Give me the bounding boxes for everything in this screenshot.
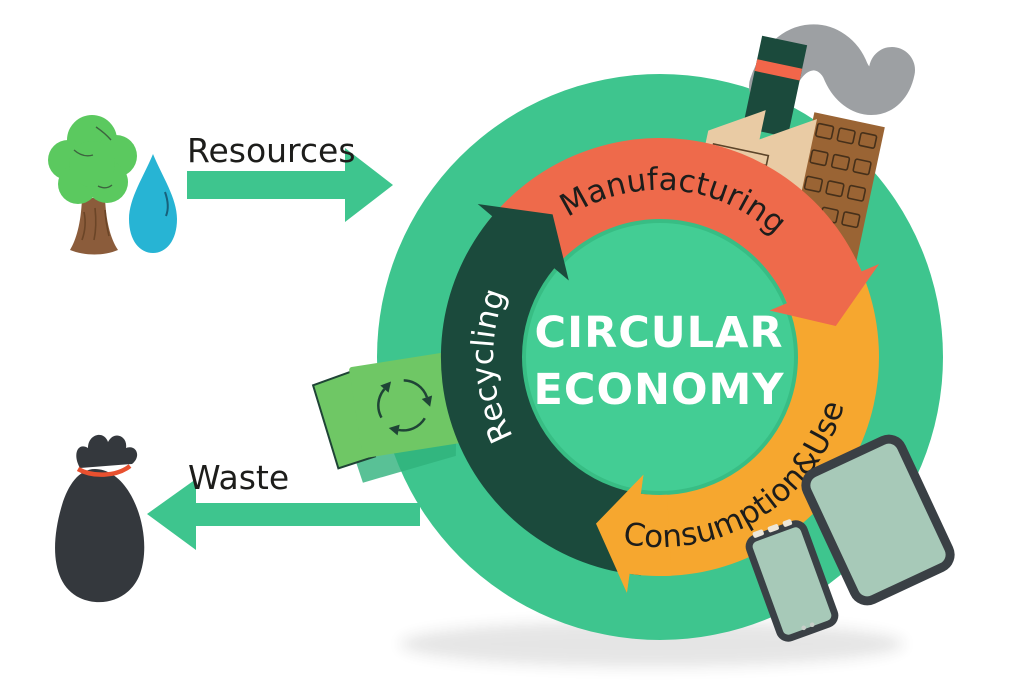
phone-icon	[745, 519, 839, 642]
foliage-lines	[73, 126, 113, 189]
chimney-stripe	[754, 59, 803, 81]
phone-buttons	[752, 519, 793, 538]
waste-bag-icon	[55, 434, 145, 603]
tablet-icon	[801, 434, 955, 606]
waste-arrow	[147, 479, 420, 550]
bin-body	[349, 352, 462, 458]
water-drop-icon	[129, 154, 177, 253]
bag-tie	[76, 464, 132, 477]
inner-circle	[526, 223, 794, 491]
tree-foliage	[48, 115, 137, 204]
tree-trunk	[70, 198, 118, 255]
segment-manufacturing	[485, 137, 880, 326]
trunk-lines	[81, 207, 110, 241]
recycle-symbol-icon	[377, 379, 433, 436]
devices-illustration	[745, 434, 955, 642]
segment-recycling	[440, 204, 648, 576]
tree-icon	[48, 115, 137, 255]
bag-body	[55, 469, 145, 603]
segment-consumption-arrowhead	[596, 474, 672, 593]
title-line-2: ECONOMY	[534, 365, 785, 415]
recycle-bin-icon	[311, 352, 462, 483]
bag-knot	[76, 434, 138, 468]
resources-arrow	[187, 148, 393, 222]
title-line-1: CIRCULAR	[535, 308, 784, 358]
waste-label: Waste	[188, 458, 289, 497]
resources-label: Resources	[187, 131, 356, 170]
